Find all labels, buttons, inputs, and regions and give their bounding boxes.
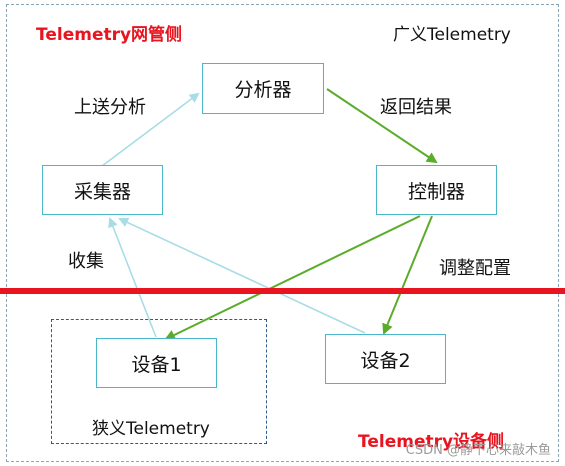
label-collect: 收集: [68, 251, 104, 272]
arrow-controller-to-device1: [164, 215, 421, 341]
arrow-analyzer-to-controller: [326, 88, 438, 164]
label-adjust-config: 调整配置: [439, 258, 511, 279]
separator-line: [0, 288, 565, 294]
label-upload-analyze: 上送分析: [74, 97, 146, 118]
arrow-device2-to-collector: [118, 217, 366, 334]
outer-dashed-frame: [6, 4, 559, 462]
narrow-telemetry-label: 狭义Telemetry: [92, 419, 210, 439]
arrow-collector-to-analyzer: [101, 92, 200, 167]
device-side-title: Telemetry设备侧: [358, 432, 505, 452]
node-analyzer: 分析器: [202, 63, 324, 114]
node-device1: 设备1: [96, 338, 217, 388]
label-return-result: 返回结果: [380, 97, 452, 118]
node-controller: 控制器: [376, 165, 497, 215]
narrow-telemetry-frame: [51, 319, 267, 444]
node-device2: 设备2: [325, 334, 446, 384]
node-collector: 采集器: [42, 165, 163, 215]
watermark: CSDN @静下心来敲木鱼: [405, 443, 551, 458]
nms-side-title: Telemetry网管侧: [36, 25, 183, 45]
arrow-controller-to-device2: [382, 215, 433, 335]
arrow-device1-to-collector: [108, 217, 157, 338]
broad-telemetry-label: 广义Telemetry: [393, 25, 511, 45]
